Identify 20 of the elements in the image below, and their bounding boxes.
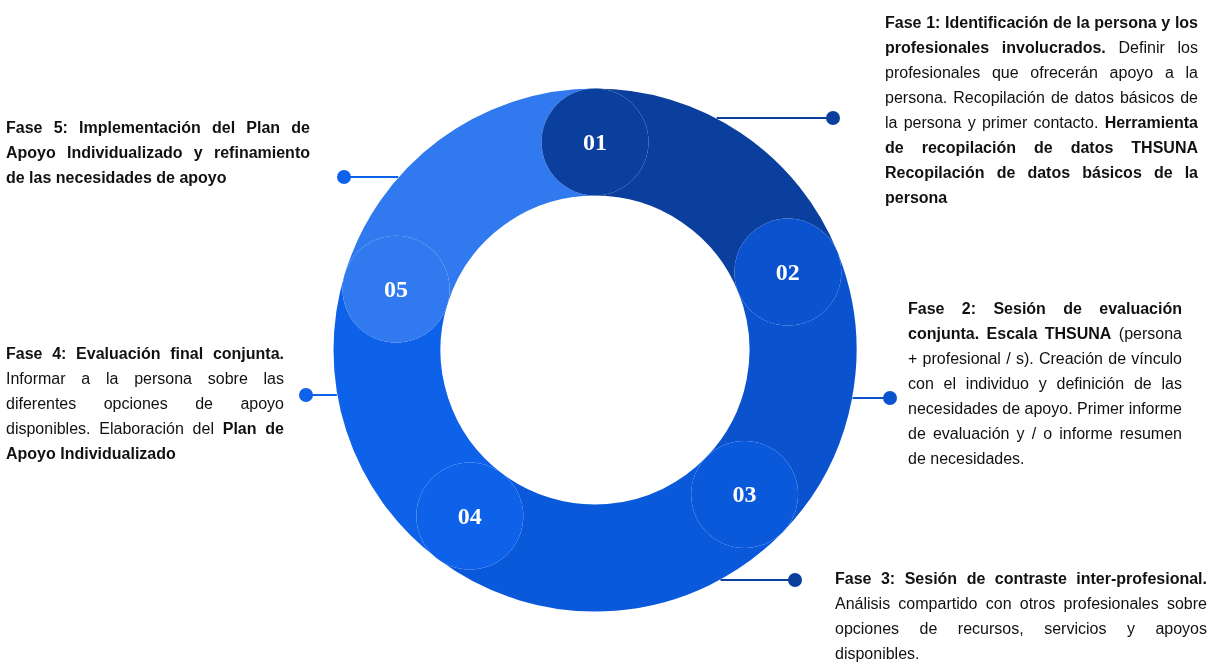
- leader-line: [337, 170, 400, 184]
- step-number: 03: [732, 481, 757, 508]
- leader-line: [851, 391, 897, 405]
- phase-description: Fase 3: Sesión de contraste inter-profesional. Análisis compartido con otros profesionales sobre opciones de recursos, servicios y apoyos disponibles.: [835, 569, 1207, 664]
- phase-description: Fase 5: Implementación del Plan de Apoyo Individualizado y refinamiento de las necesidades de apoyo: [6, 118, 310, 188]
- step-number: 02: [775, 259, 800, 286]
- leader-line: [715, 111, 840, 125]
- number-circle: [541, 88, 649, 196]
- step-number: 05: [384, 276, 409, 303]
- phase-description: Fase 4: Evaluación final conjunta. Informar a la persona sobre las diferentes opciones de apoyo disponibles. Elaboración del Plan de Apoyo Individualizado: [6, 344, 284, 464]
- phase-description: Fase 2: Sesión de evaluación conjunta. Escala THSUNA (persona + profesional / s). Creación de vínculo con el individuo y definición de las necesidades de apoyo. Primer informe de evaluación y / o informe resumen de necesidades.: [908, 299, 1182, 469]
- number-circle: [416, 462, 524, 570]
- step-number: 01: [583, 129, 607, 155]
- number-circle: [734, 218, 842, 326]
- leader-line: [719, 573, 802, 587]
- number-circle: [342, 235, 450, 343]
- leader-line: [299, 388, 338, 402]
- number-circle: [691, 441, 799, 548]
- phase-description: Fase 1: Identificación de la persona y los profesionales involucrados. Definir los profesionales que ofrecerán apoyo a la persona. Recopilación de datos básicos de la persona y primer contacto. Herramienta de recopilación de datos THSUNA Recopilación de datos básicos de la persona: [885, 13, 1198, 208]
- step-number: 04: [457, 503, 482, 530]
